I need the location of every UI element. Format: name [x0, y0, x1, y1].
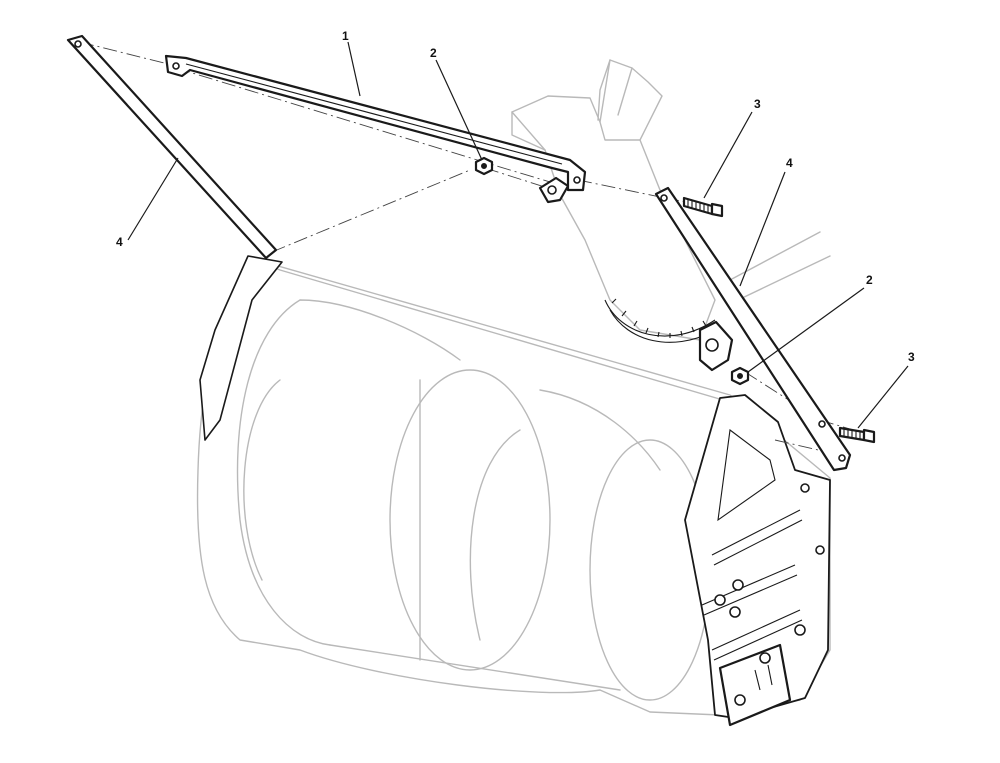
- part-4-strap-left: [66, 34, 278, 260]
- housing-side-plate: [684, 394, 831, 727]
- part-2-nut-right: [730, 366, 750, 386]
- side-plate-outline: [684, 394, 831, 719]
- callout-2-top: 2: [430, 46, 437, 60]
- part-3-bolt-right: [838, 426, 876, 444]
- callout-leaders: [127, 41, 909, 429]
- brace-strap-right: [654, 186, 852, 472]
- callout-3-top: 3: [754, 97, 761, 111]
- callout-2-right: 2: [866, 273, 873, 287]
- part-1-upper-brace: [164, 54, 587, 192]
- callout-4-right: 4: [786, 156, 793, 170]
- housing-left-edge: [199, 255, 283, 441]
- upper-brace: [164, 54, 587, 192]
- callout-4-left: 4: [116, 235, 123, 249]
- part-3-bolt-top: [682, 196, 724, 218]
- part-4-strap-right: [654, 186, 852, 472]
- part-2-nut-top: [474, 156, 494, 176]
- callout-1: 1: [342, 29, 349, 43]
- chute-rotation-gear: [604, 299, 716, 337]
- callout-3-right: 3: [908, 350, 915, 364]
- auger-drum-left: [236, 299, 461, 646]
- brace-strap-left: [66, 34, 278, 260]
